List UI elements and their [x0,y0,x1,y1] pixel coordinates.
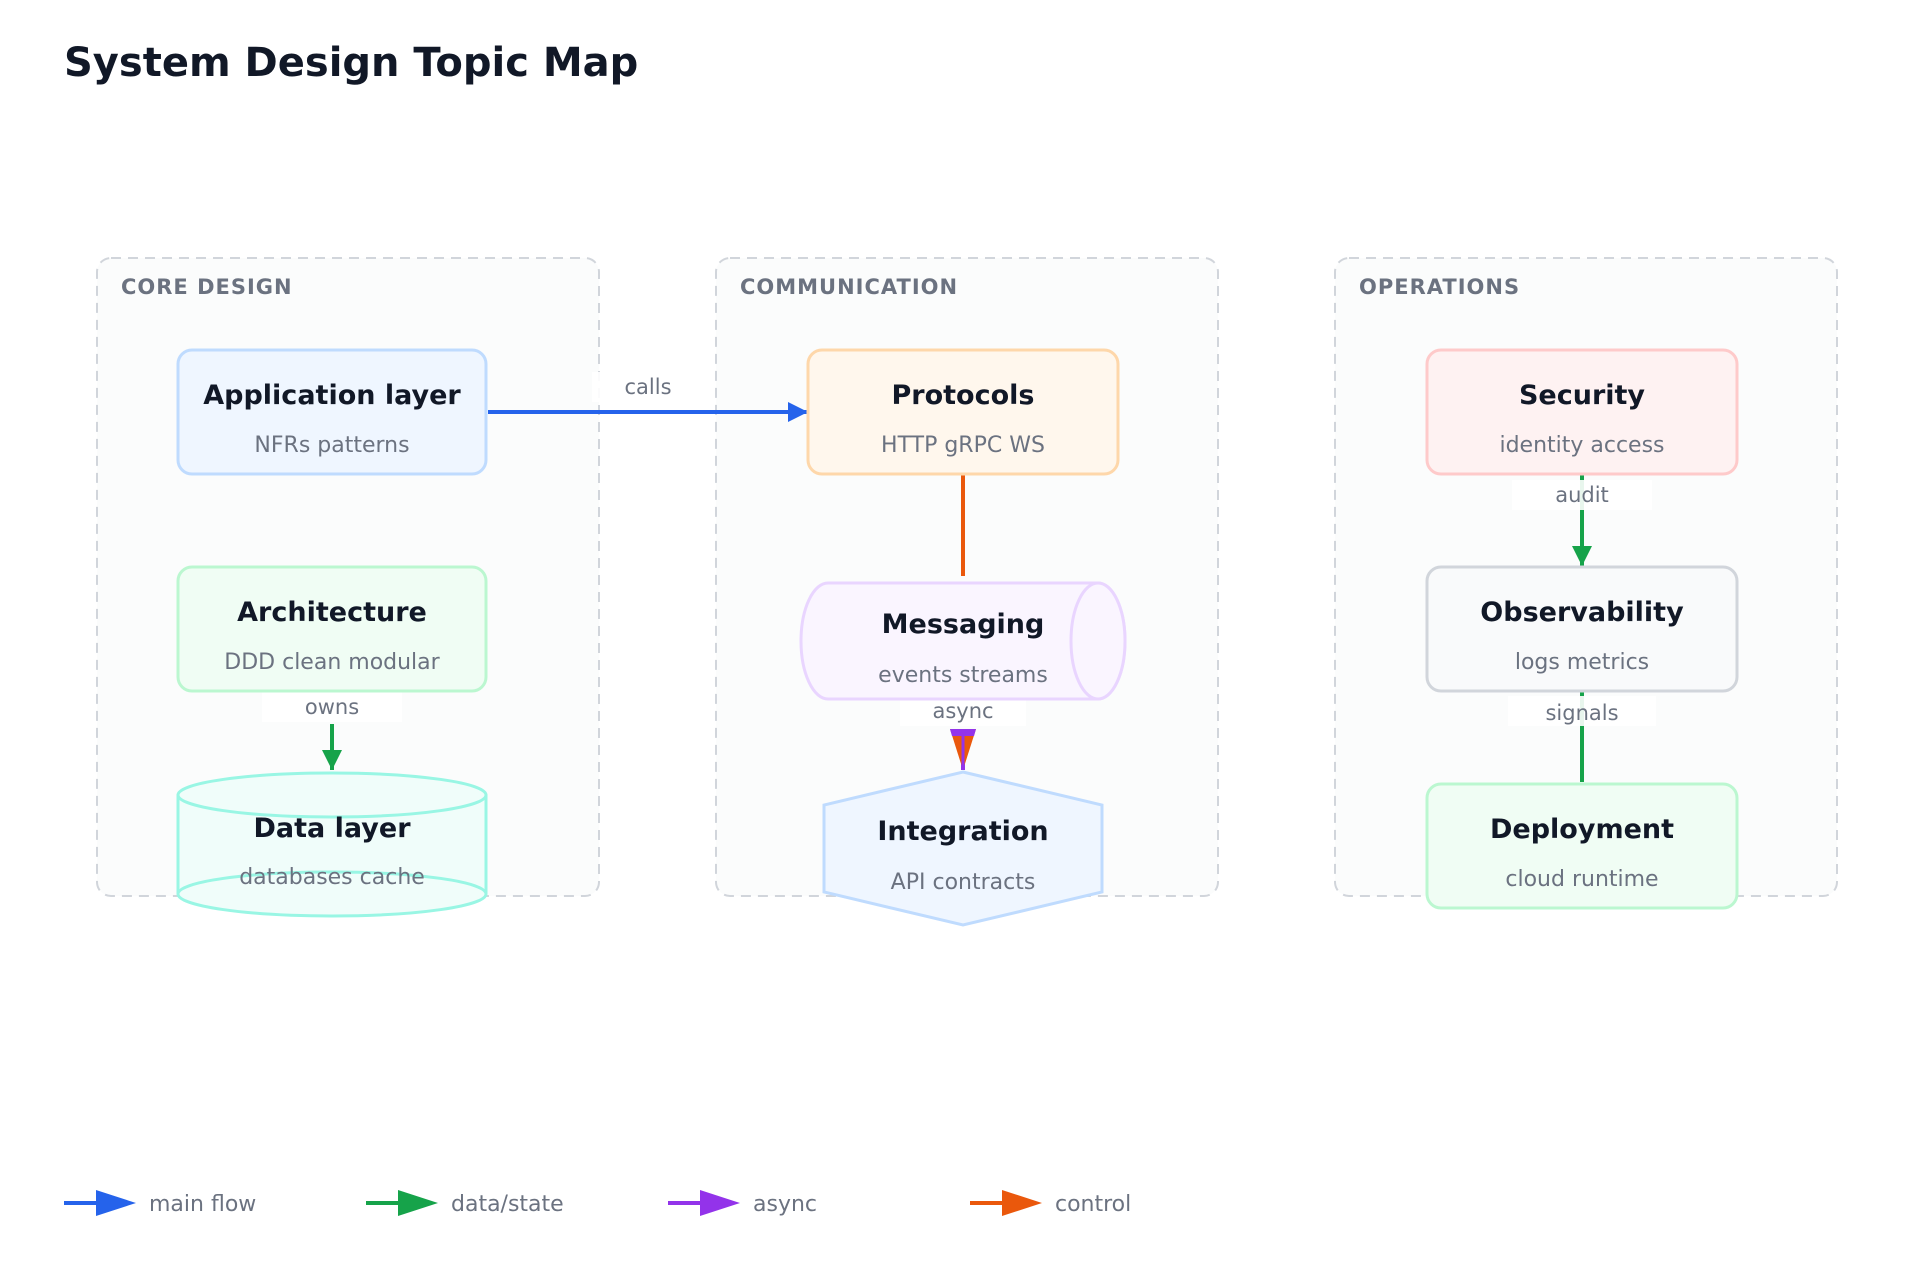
edge-owns: owns [262,692,402,770]
legend-item-async: async [668,1190,817,1217]
legend-async-label: async [753,1192,817,1217]
node-integ-title: Integration [877,816,1048,847]
legend-item-main-flow: main flow [64,1190,256,1217]
node-data-cylinder-body [176,795,488,918]
node-sec-box [1425,348,1739,476]
page-title: System Design Topic Map [64,40,638,86]
legend-control-arrow [1002,1190,1042,1216]
node-proto-sub: HTTP gRPC WS [881,433,1045,458]
node-deploy-sub: cloud runtime [1505,867,1658,892]
edge-signals-label-bg [1508,696,1656,726]
node-data-layer[interactable]: Data layer databases cache [176,771,488,918]
node-integ-sub: API contracts [891,870,1036,895]
edge-owns-label: owns [305,695,359,719]
node-proto-title: Protocols [892,380,1035,411]
edge-calls-label-bg [592,372,704,402]
node-data-cylinder-top [176,771,488,819]
edge-owns-label-bg [262,692,402,722]
legend-async-arrow [700,1190,740,1216]
node-obs-box [1425,565,1739,693]
edge-audit-label-bg [1512,480,1652,510]
node-msg-title: Messaging [882,609,1045,640]
node-deployment[interactable]: Deployment cloud runtime [1425,782,1739,910]
node-protocols[interactable]: Protocols HTTP gRPC WS [806,348,1120,476]
node-msg-cylinder-cap [1069,581,1127,701]
node-arch-sub: DDD clean modular [224,650,440,675]
node-sec-sub: identity access [1499,433,1664,458]
node-integ-hexagon [822,770,1104,927]
node-application-layer[interactable]: Application layer NFRs patterns [176,348,488,476]
node-obs-title: Observability [1480,597,1684,628]
node-data-sub: databases cache [239,865,425,890]
node-msg-sub: events streams [878,663,1048,688]
node-architecture[interactable]: Architecture DDD clean modular [176,565,488,693]
legend-main-flow-label: main flow [149,1192,256,1217]
node-obs-sub: logs metrics [1515,650,1649,675]
legend-data-state-label: data/state [451,1192,564,1217]
edge-signals-label: signals [1545,701,1618,725]
node-arch-title: Architecture [237,597,427,628]
legend-control-label: control [1055,1192,1131,1217]
legend-item-data-state: data/state [366,1190,564,1217]
edge-async: async [900,696,1026,770]
edge-audit: audit [1512,475,1652,566]
edge-async-label: async [932,699,993,723]
node-app-sub: NFRs patterns [254,433,409,458]
node-app-title: Application layer [203,380,461,411]
node-deploy-box [1425,782,1739,910]
node-integration[interactable]: Integration API contracts [822,770,1104,927]
legend-item-control: control [970,1190,1131,1217]
node-data-cylinder-rim [176,870,488,895]
node-sec-title: Security [1519,380,1645,411]
node-deploy-title: Deployment [1490,814,1674,845]
edge-signals: signals [1508,692,1656,782]
edge-calls: calls [488,372,808,422]
legend-main-flow-arrow [96,1190,136,1216]
legend: main flow data/state async control [64,1190,1131,1217]
group-ops-label: OPERATIONS [1359,275,1520,299]
edge-calls-label: calls [624,375,671,399]
node-app-box [176,348,488,476]
node-messaging[interactable]: Messaging events streams [799,581,1127,701]
legend-data-state-arrow [398,1190,438,1216]
edge-audit-label: audit [1555,483,1609,507]
node-data-title: Data layer [253,813,411,844]
group-core-label: CORE DESIGN [121,275,293,299]
node-proto-box [806,348,1120,476]
edge-async-label-bg [900,696,1026,726]
node-security[interactable]: Security identity access [1425,348,1739,476]
node-observability[interactable]: Observability logs metrics [1425,565,1739,693]
node-arch-box [176,565,488,693]
group-comm-label: COMMUNICATION [740,275,958,299]
